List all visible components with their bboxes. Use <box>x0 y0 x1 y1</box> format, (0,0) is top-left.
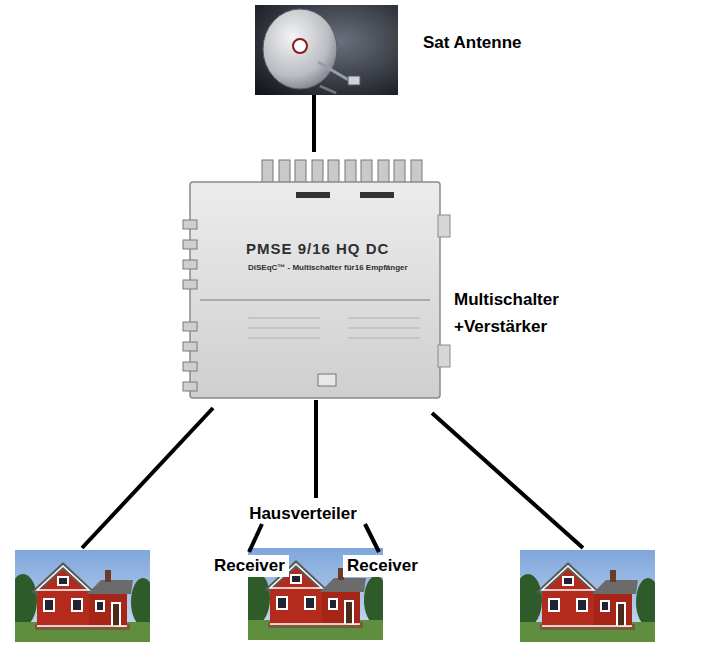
node-label: Receiver <box>210 555 289 577</box>
cable-line <box>314 400 318 498</box>
house-node: HausverteilerReceiver Receiver <box>200 498 435 643</box>
device-print: DiSEqC™ - Multischalter für16 Empfänger <box>248 263 408 272</box>
node-label: Sat Antenne <box>423 29 522 56</box>
node-label: Multischalter +Verstärker <box>454 286 572 340</box>
node-label: Hausverteiler <box>200 500 406 527</box>
antenna-node: Sat Antenne <box>255 5 398 95</box>
multiswitch-node: Multischalter +Verstärker <box>183 152 440 400</box>
device-print: PMSE 9/16 HQ DC <box>246 240 389 257</box>
cable-line <box>312 95 316 152</box>
node-label: Receiver <box>343 555 422 577</box>
